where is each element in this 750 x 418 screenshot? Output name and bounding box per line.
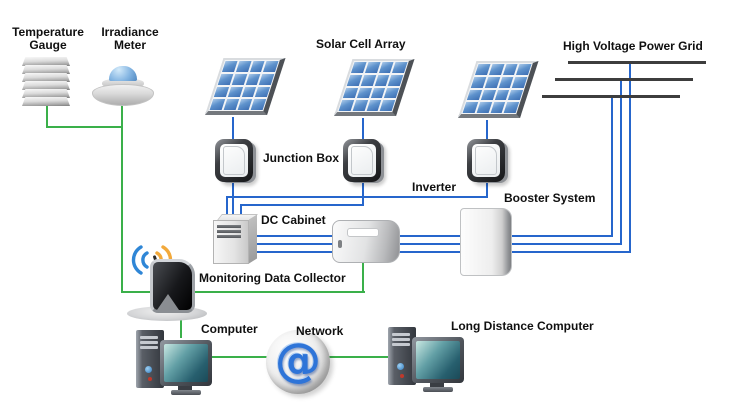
- solar-panel-2: [334, 59, 415, 119]
- monitoring-data-collector-icon: [126, 242, 210, 324]
- solar-panel-1: [205, 58, 286, 118]
- temperature-gauge-icon: [22, 57, 74, 106]
- wire-panel3-box3: [486, 120, 488, 143]
- computer-icon: [132, 326, 218, 400]
- wire-box3-drop: [486, 180, 488, 198]
- booster-system-icon: [460, 208, 512, 276]
- junction-box-label: Junction Box: [263, 151, 340, 165]
- irradiance-meter-label: Irradiance Meter: [101, 25, 159, 52]
- wire-grid-riser-3: [629, 62, 631, 253]
- inverter-label: Inverter: [412, 180, 457, 194]
- solar-panel-3: [458, 61, 539, 121]
- wire-bus-1: [248, 235, 613, 237]
- network-label: Network: [296, 324, 344, 338]
- junction-box-1: [215, 139, 253, 182]
- wire-comm-bus: [121, 291, 365, 293]
- dc-cabinet-icon: [212, 212, 258, 264]
- long-distance-computer-icon: [384, 323, 470, 397]
- wire-grid-riser-2: [620, 79, 622, 245]
- wire-tgauge-join: [46, 126, 123, 128]
- irradiance-meter-icon: [92, 66, 154, 114]
- wire-panel1-box1: [232, 117, 234, 141]
- network-icon: @: [266, 330, 330, 394]
- at-symbol: @: [275, 333, 321, 387]
- wire-box2-cabinet: [240, 204, 242, 222]
- wire-bus-2: [248, 243, 622, 245]
- high-voltage-power-grid-label: High Voltage Power Grid: [563, 39, 703, 53]
- wire-box3-cabinet: [226, 196, 228, 222]
- grid-bar-middle: [555, 78, 693, 81]
- computer-label: Computer: [201, 322, 258, 336]
- long-distance-computer-label: Long Distance Computer: [451, 319, 594, 333]
- wire-grid-riser-1: [611, 96, 613, 237]
- grid-bar-bottom: [542, 95, 680, 98]
- wire-imeter-down: [121, 104, 123, 293]
- wire-box2-run: [240, 204, 364, 206]
- grid-bar-top: [568, 61, 706, 64]
- wire-box1-cabinet: [232, 180, 234, 222]
- solar-cell-array-label: Solar Cell Array: [316, 37, 406, 51]
- monitoring-data-collector-label: Monitoring Data Collector: [199, 271, 346, 285]
- wire-bus-3: [248, 251, 631, 253]
- junction-box-2: [343, 139, 381, 182]
- temperature-gauge-label: Temperature Gauge: [12, 25, 84, 52]
- dc-cabinet-label: DC Cabinet: [261, 213, 326, 227]
- wire-collector-computer: [180, 308, 182, 338]
- inverter-icon: [332, 220, 400, 263]
- wire-panel2-box2: [362, 118, 364, 142]
- junction-box-3: [467, 139, 505, 182]
- wire-tgauge-down: [46, 104, 48, 128]
- wire-box2-drop: [362, 180, 364, 206]
- booster-system-label: Booster System: [504, 191, 596, 205]
- wire-box3-run: [226, 196, 488, 198]
- wire-inverter-collector: [362, 260, 364, 293]
